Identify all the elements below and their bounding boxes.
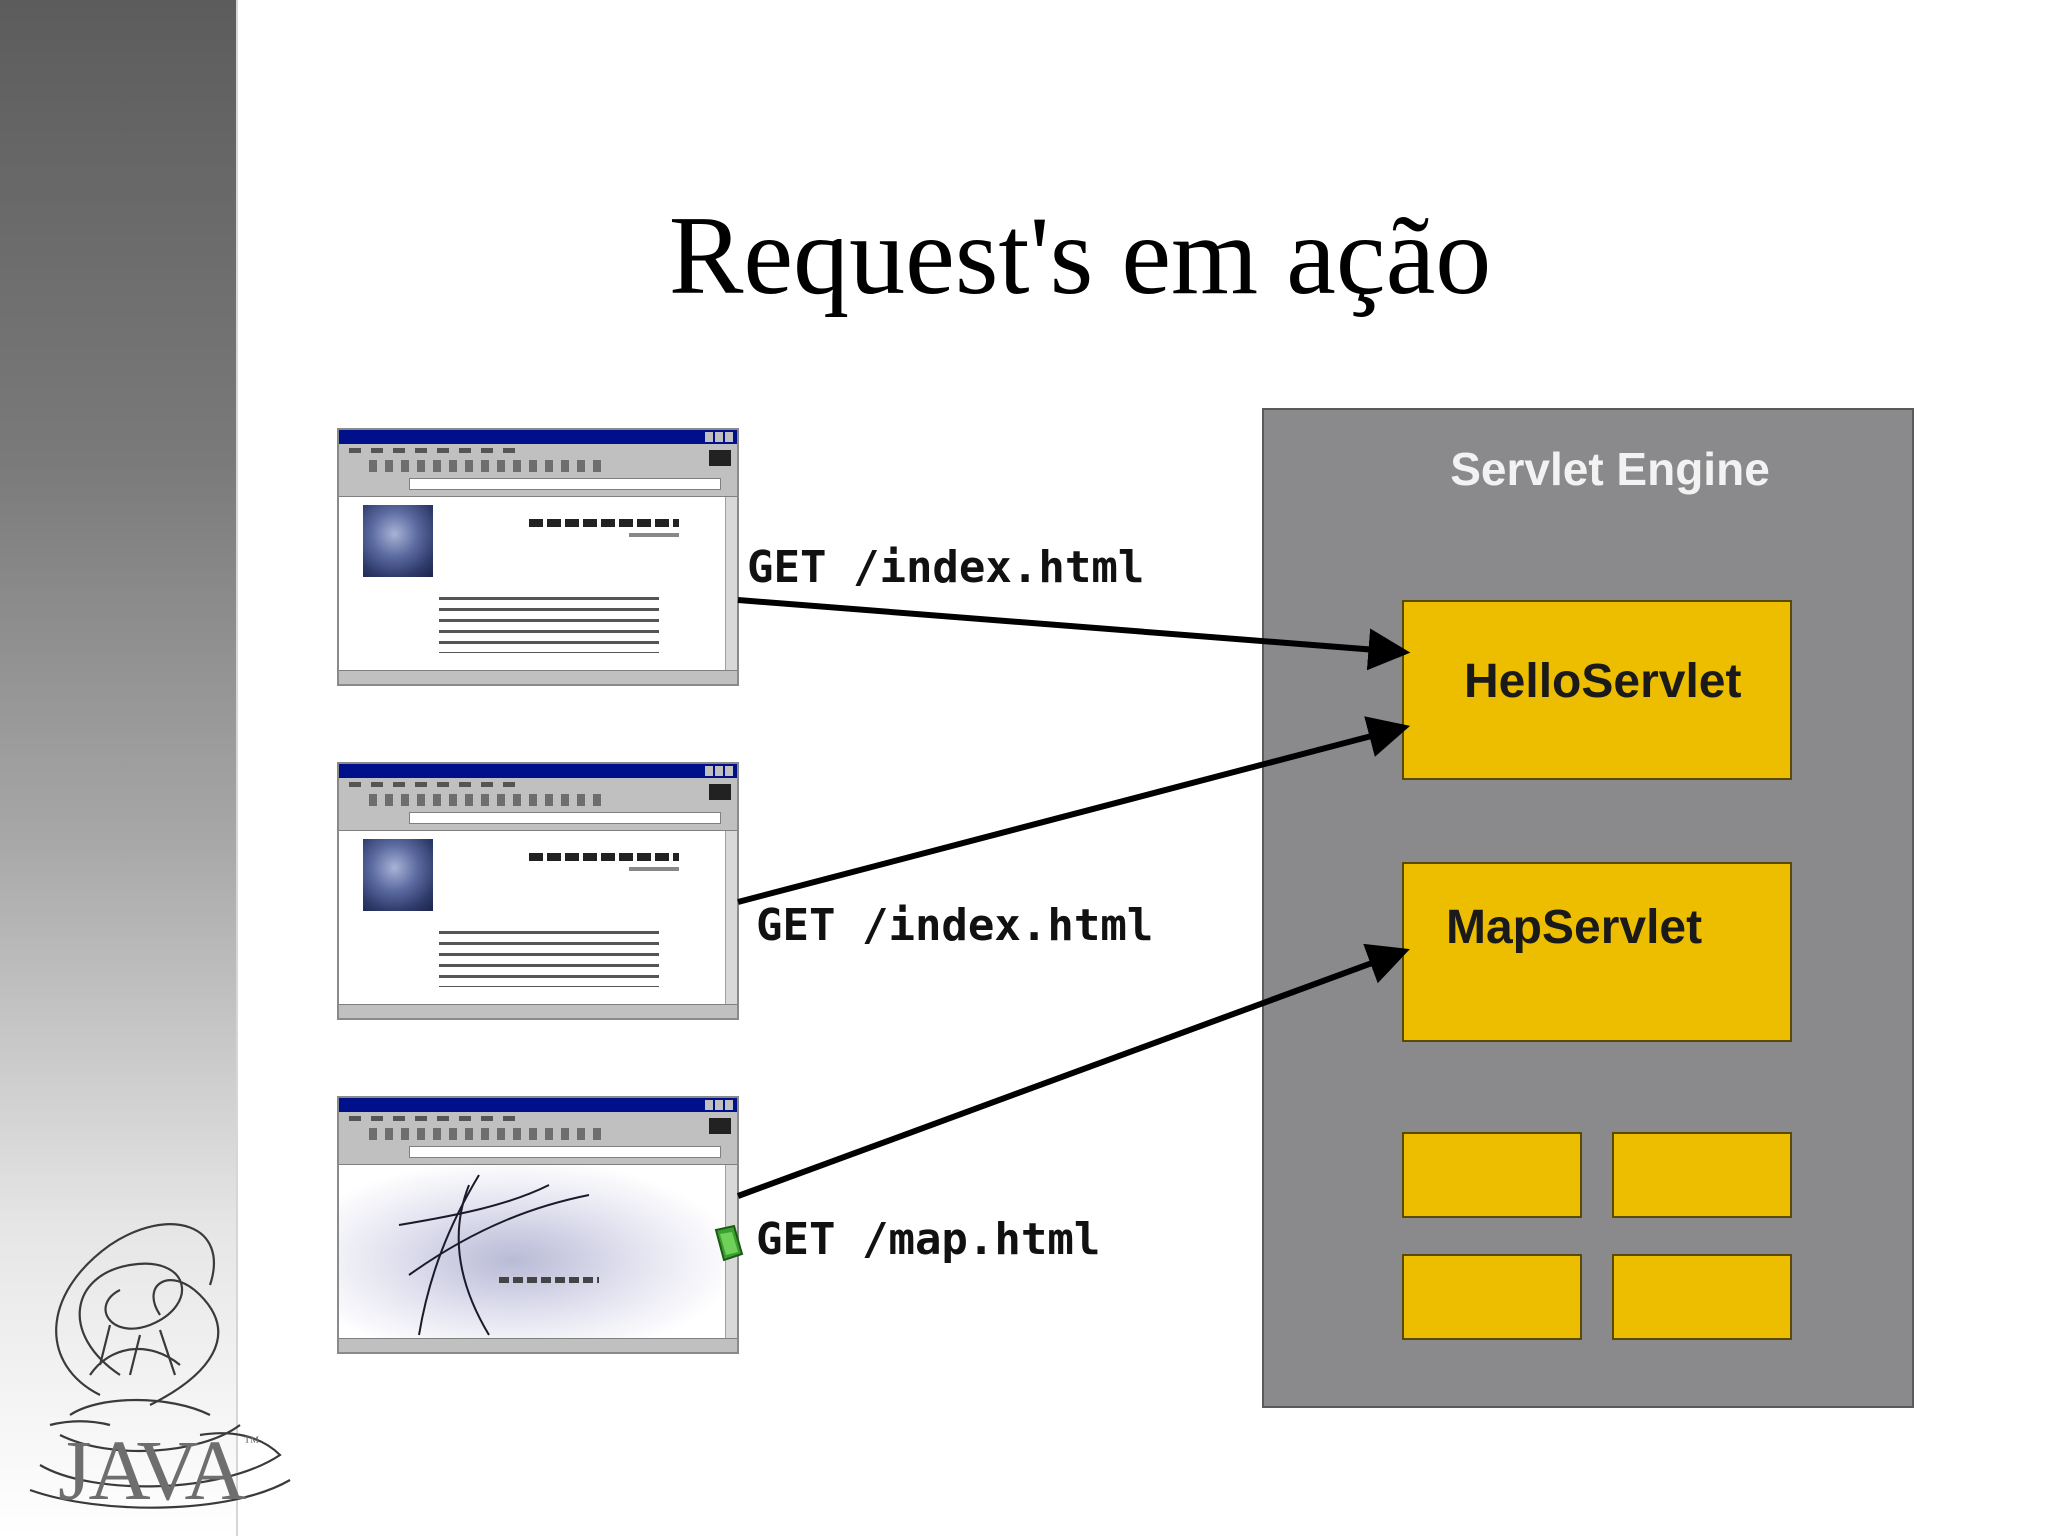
toolbar-icons: [369, 460, 609, 472]
browser-page: [339, 1165, 725, 1338]
browser-window-1: [337, 428, 739, 686]
browser-toolbar: [339, 1112, 737, 1165]
scrollbar: [725, 831, 737, 1004]
decorative-sidebar: [0, 0, 238, 1536]
slide-title: Request's em ação: [668, 194, 1492, 318]
window-controls-icon: [705, 432, 733, 442]
request-label-2: GET /index.html: [756, 900, 1154, 951]
browser-page: [339, 831, 725, 1004]
address-bar: [409, 1146, 721, 1158]
page-heading-graphic: [529, 853, 679, 861]
browser-logo-icon: [709, 1118, 731, 1134]
hello-servlet-label: HelloServlet: [1464, 655, 1742, 708]
map-page-art: [339, 1165, 725, 1338]
status-bar: [339, 1004, 737, 1018]
map-caption-graphic: [499, 1277, 599, 1283]
browser-toolbar: [339, 778, 737, 831]
address-bar: [409, 478, 721, 490]
toolbar-icons: [369, 794, 609, 806]
empty-servlet-slot: [1612, 1132, 1792, 1218]
map-curves-graphic: [398, 1174, 590, 1336]
servlet-engine-title: Servlet Engine: [1450, 443, 1770, 495]
window-controls-icon: [705, 766, 733, 776]
empty-servlet-slot: [1402, 1132, 1582, 1218]
browser-titlebar: [339, 430, 737, 444]
java-coffee-cup-logo: [29, 1223, 291, 1509]
empty-servlet-slot: [1402, 1254, 1582, 1340]
browser-page: [339, 497, 725, 670]
address-bar: [409, 812, 721, 824]
browser-titlebar: [339, 1098, 737, 1112]
browser-window-2: [337, 762, 739, 1020]
page-body-text-graphic: [439, 931, 659, 987]
page-subheading-graphic: [629, 533, 679, 537]
status-bar: [339, 1338, 737, 1352]
window-controls-icon: [705, 1100, 733, 1110]
browser-titlebar: [339, 764, 737, 778]
empty-servlet-slot: [1612, 1254, 1792, 1340]
browser-window-3: [337, 1096, 739, 1354]
menu-bar: [349, 448, 519, 453]
page-subheading-graphic: [629, 867, 679, 871]
status-bar: [339, 670, 737, 684]
map-servlet-label: MapServlet: [1446, 901, 1703, 954]
browser-logo-icon: [709, 784, 731, 800]
browser-logo-icon: [709, 450, 731, 466]
toolbar-icons: [369, 1128, 609, 1140]
green-cursor-icon: [714, 1224, 744, 1262]
scrollbar: [725, 497, 737, 670]
request-label-3: GET /map.html: [756, 1214, 1101, 1265]
portrait-image: [363, 505, 433, 577]
menu-bar: [349, 1116, 519, 1121]
portrait-image: [363, 839, 433, 911]
menu-bar: [349, 782, 519, 787]
trademark-symbol: ™: [243, 1434, 260, 1451]
browser-toolbar: [339, 444, 737, 497]
request-label-1: GET /index.html: [747, 542, 1145, 593]
map-servlet-box: MapServlet: [1402, 862, 1792, 1042]
page-heading-graphic: [529, 519, 679, 527]
page-body-text-graphic: [439, 597, 659, 653]
java-wordmark-text: JAVA: [58, 1422, 247, 1518]
java-wordmark: JAVA™: [58, 1420, 278, 1520]
hello-servlet-box: HelloServlet: [1402, 600, 1792, 780]
